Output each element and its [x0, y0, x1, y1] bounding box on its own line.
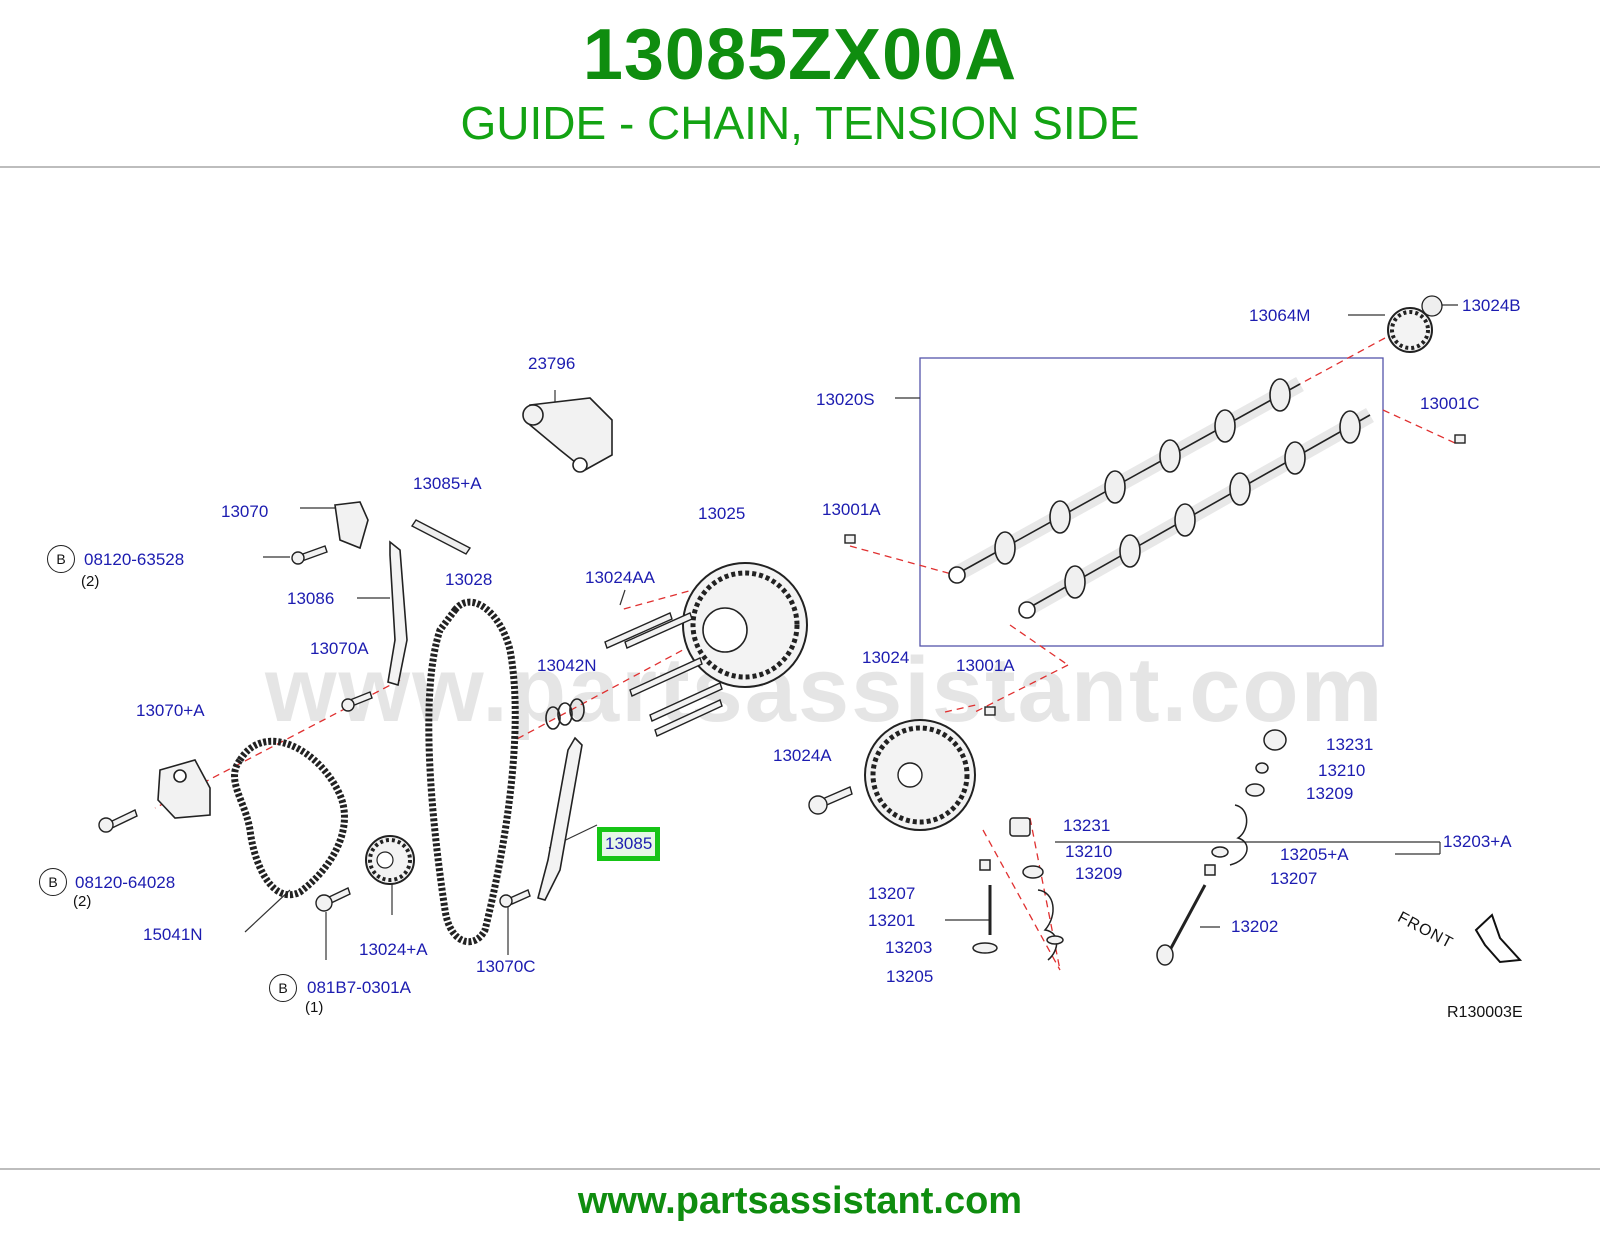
chain-guide-13085a	[410, 519, 472, 555]
part-label-23796[interactable]: 23796	[528, 354, 576, 373]
diagram-reference-code: R130003E	[1447, 1004, 1523, 1021]
part-label-08120-64028[interactable]: 08120-64028	[75, 873, 176, 892]
part-label-13042n[interactable]: 13042N	[537, 656, 597, 675]
part-label-13207-left[interactable]: 13207	[868, 884, 916, 903]
part-label-13024[interactable]: 13024	[862, 648, 910, 667]
part-number-title: 13085ZX00A	[582, 15, 1018, 95]
part-label-13024a[interactable]: 13024A	[773, 746, 832, 765]
part-label-13064m[interactable]: 13064M	[1249, 306, 1311, 325]
part-name-subtitle: GUIDE - CHAIN, TENSION SIDE	[460, 97, 1140, 149]
part-label-13024b[interactable]: 13024B	[1462, 296, 1521, 315]
valve-assembly-left	[972, 817, 1064, 961]
part-label-13024a-plus[interactable]: 13024+A	[359, 940, 428, 959]
part-label-13070c[interactable]: 13070C	[476, 957, 536, 976]
timing-chain-15041n	[231, 737, 348, 899]
camshaft-upper	[948, 377, 1304, 584]
part-label-13070a-plus[interactable]: 13070+A	[136, 701, 205, 720]
part-label-13210-left[interactable]: 13210	[1065, 842, 1113, 861]
part-label-13201[interactable]: 13201	[868, 911, 916, 930]
part-label-13085a[interactable]: 13085+A	[413, 474, 482, 493]
tensioner-13070a	[157, 759, 211, 819]
part-label-13070a[interactable]: 13070A	[310, 639, 369, 658]
chain-guide-13086	[387, 540, 408, 687]
part-label-13231-right[interactable]: 13231	[1326, 735, 1374, 754]
part-label-13028[interactable]: 13028	[445, 570, 493, 589]
part-label-13024aa[interactable]: 13024AA	[585, 568, 655, 587]
part-label-13209-left[interactable]: 13209	[1075, 864, 1123, 883]
bracket-13070	[334, 501, 369, 550]
sprocket-13064m	[1387, 307, 1433, 353]
chain-guide-13085	[537, 736, 583, 901]
part-label-13001a-top[interactable]: 13001A	[822, 500, 881, 519]
header-divider	[0, 166, 1600, 168]
part-label-13070[interactable]: 13070	[221, 502, 269, 521]
camshaft-group-box	[919, 357, 1384, 647]
part-label-13207-right[interactable]: 13207	[1270, 869, 1318, 888]
watermark: www.partsassistant.com	[265, 639, 1385, 741]
part-label-13020s[interactable]: 13020S	[816, 390, 875, 409]
part-label-13086[interactable]: 13086	[287, 589, 335, 608]
bolt-badge: B	[47, 545, 75, 573]
part-label-13202[interactable]: 13202	[1231, 917, 1279, 936]
header: 13085ZX00A GUIDE - CHAIN, TENSION SIDE	[0, 0, 1600, 168]
bolts	[98, 434, 1466, 912]
part-label-13205[interactable]: 13205	[886, 967, 934, 986]
camshaft-lower	[1018, 408, 1374, 619]
part-label-15041n[interactable]: 15041N	[143, 925, 203, 944]
part-label-08120-63528[interactable]: 08120-63528	[84, 550, 185, 569]
part-label-13025[interactable]: 13025	[698, 504, 746, 523]
part-label-13203[interactable]: 13203	[885, 938, 933, 957]
part-label-13001c[interactable]: 13001C	[1420, 394, 1480, 413]
footer-url[interactable]: www.partsassistant.com	[577, 1180, 1023, 1222]
quantity-label: (1)	[305, 999, 324, 1016]
quantity-label: (2)	[73, 893, 92, 910]
highlighted-part-label-13085[interactable]: 13085	[597, 827, 661, 861]
part-label-13001a-mid[interactable]: 13001A	[956, 656, 1015, 675]
sensor-23796	[522, 397, 613, 473]
part-label-13231-left[interactable]: 13231	[1063, 816, 1111, 835]
part-label-13209-right[interactable]: 13209	[1306, 784, 1354, 803]
diagram-drawing	[98, 295, 1523, 971]
front-arrow-icon	[1474, 913, 1523, 964]
timing-chain-13028	[425, 598, 519, 946]
part-label-13205a[interactable]: 13205+A	[1280, 845, 1349, 864]
bolt-badge: B	[269, 974, 297, 1002]
part-label-13210-right[interactable]: 13210	[1318, 761, 1366, 780]
part-label-13203a[interactable]: 13203+A	[1443, 832, 1512, 851]
parts-diagram: www.partsassistant.com	[0, 170, 1600, 1170]
bolt-badge: B	[39, 868, 67, 896]
part-label-081b7-0301a[interactable]: 081B7-0301A	[307, 978, 411, 997]
footer-divider	[0, 1168, 1600, 1170]
quantity-label: (2)	[81, 573, 100, 590]
o-rings-13042n	[545, 698, 585, 730]
valve-assembly-right	[1156, 729, 1287, 966]
